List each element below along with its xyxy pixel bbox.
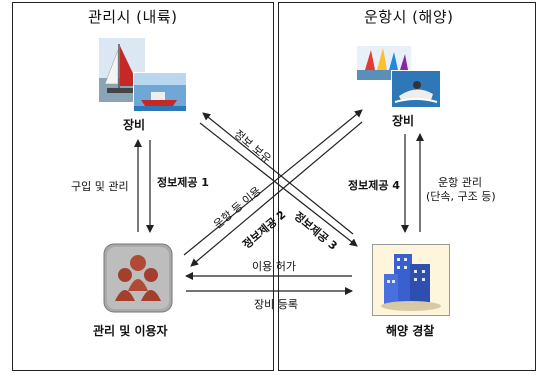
maritime-panel-title: 운항시 (해양) — [364, 8, 454, 26]
inland-panel-title: 관리시 (내륙) — [88, 8, 178, 26]
rescue-boat-photo — [133, 72, 187, 112]
equipment-register-label: 장비 등록 — [254, 298, 298, 311]
operation-manage-label: 운항 관리 — [438, 176, 482, 189]
windsurf-photo — [357, 46, 411, 80]
building-icon — [372, 244, 450, 316]
inland-panel — [12, 2, 274, 371]
maritime-police-label: 해양 경찰 — [386, 324, 435, 338]
equipment-right-label: 장비 — [392, 114, 415, 128]
maritime-panel — [278, 2, 536, 371]
info-provide-4-label: 정보제공 4 — [348, 179, 400, 192]
arrow-info-hold — [202, 112, 354, 235]
arrow-operation-use — [183, 109, 363, 256]
info-provide-1-label: 정보제공 1 — [157, 176, 209, 189]
purchase-manage-label: 구입 및 관리 — [71, 180, 129, 193]
manager-user-label: 관리 및 이용자 — [93, 324, 168, 338]
people-icon — [103, 243, 173, 313]
arrow-info-provide-2 — [190, 121, 363, 267]
jetski-photo — [391, 70, 441, 108]
operation-manage-detail-label: (단속, 구조 등) — [426, 190, 496, 203]
equipment-left-label: 장비 — [123, 118, 146, 132]
use-permit-label: 이용 허가 — [252, 260, 296, 273]
arrow-info-provide-3 — [199, 122, 358, 247]
